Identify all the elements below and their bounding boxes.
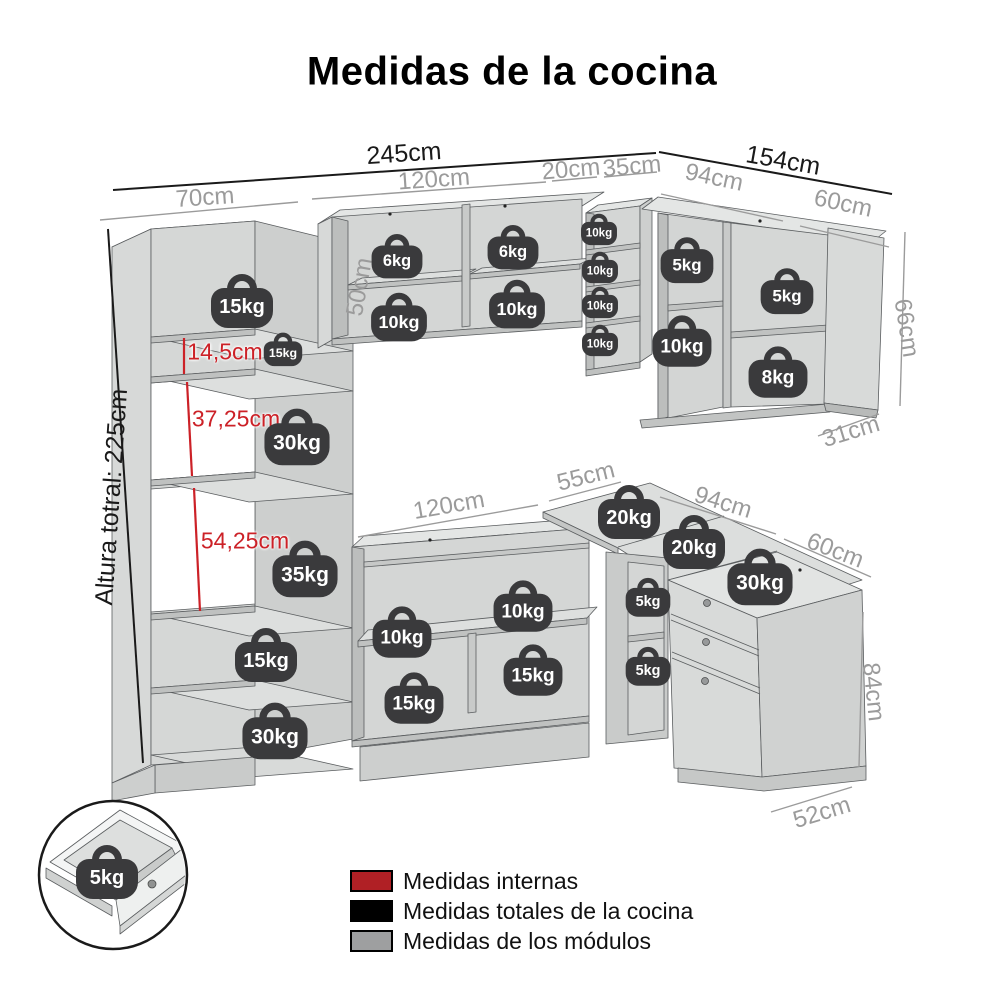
legend-label-internal: Medidas internas [403, 867, 579, 894]
legend: Medidas internas Medidas totales de la c… [350, 866, 693, 956]
weight-badge-icon: 15kg [263, 332, 303, 368]
weight-badge-label: 35kg [281, 563, 329, 587]
internal-dimension-lines [182, 338, 202, 612]
tall-cabinet [111, 220, 354, 802]
legend-swatch-total [350, 900, 393, 922]
dimension-label-total: 245cm [365, 136, 443, 171]
weight-badge-icon: 20kg [662, 515, 726, 571]
weight-badge-icon: 30kg [263, 408, 330, 468]
weight-badge-icon: 10kg [488, 279, 546, 330]
weight-badge-label: 20kg [671, 537, 717, 559]
weight-badge-icon: 10kg [372, 606, 433, 659]
weight-badge-icon: 5kg [75, 845, 139, 901]
dimension-label-internal: 54,25cm [200, 527, 290, 554]
weight-badge-label: 15kg [392, 693, 436, 715]
weight-badge-label: 10kg [378, 312, 420, 333]
weight-badge-icon: 10kg [580, 213, 617, 246]
weight-badge-icon: 35kg [271, 540, 338, 600]
weight-badge-label: 10kg [380, 627, 424, 649]
dimension-label-module: 70cm [174, 181, 236, 214]
dimension-label-internal: 14,5cm [187, 338, 263, 365]
weight-badge-label: 10kg [496, 299, 538, 320]
weight-badge-label: 5kg [772, 286, 802, 306]
weight-badge-icon: 15kg [234, 628, 298, 684]
module-dimension-lines [99, 171, 906, 813]
drawer-unit [667, 551, 867, 792]
weight-badge-label: 15kg [511, 665, 555, 687]
dimension-label-module: 35cm [601, 150, 663, 183]
weight-badge-label: 10kg [586, 299, 614, 313]
weight-badge-icon: 15kg [503, 644, 564, 697]
weight-badge-icon: 20kg [597, 485, 661, 541]
weight-badge-icon: 5kg [760, 268, 814, 316]
weight-badge-icon: 10kg [581, 286, 618, 319]
legend-item-total: Medidas totales de la cocina [350, 896, 693, 926]
legend-swatch-internal [350, 870, 393, 892]
legend-item-internal: Medidas internas [350, 866, 693, 896]
weight-badge-label: 5kg [672, 255, 702, 275]
dimension-label-internal: 37,25cm [191, 405, 281, 432]
weight-badge-icon: 10kg [370, 292, 428, 343]
weight-badge-label: 5kg [635, 593, 661, 610]
dimension-label-module: 84cm [857, 661, 890, 723]
weight-badge-icon: 30kg [241, 702, 308, 762]
weight-badge-label: 6kg [382, 252, 412, 271]
weight-badge-icon: 5kg [625, 577, 671, 618]
weight-badge-label: 6kg [498, 243, 528, 262]
legend-item-module: Medidas de los módulos [350, 926, 693, 956]
page-title: Medidas de la cocina [306, 49, 718, 94]
weight-badge-icon: 30kg [726, 548, 793, 608]
weight-badge-label: 20kg [606, 507, 652, 529]
weight-badge-label: 10kg [660, 336, 704, 358]
weight-badge-label: 30kg [736, 571, 784, 595]
weight-badge-icon: 5kg [625, 646, 671, 687]
weight-badge-label: 10kg [586, 337, 614, 351]
weight-badge-label: 15kg [243, 650, 289, 672]
weight-badge-label: 15kg [268, 346, 298, 360]
weight-badge-icon: 5kg [660, 237, 714, 285]
weight-badge-label: 30kg [273, 431, 321, 455]
weight-badge-icon: 10kg [652, 315, 713, 368]
weight-badge-label: 5kg [635, 662, 661, 679]
weight-badge-label: 5kg [89, 867, 125, 889]
legend-label-module: Medidas de los módulos [403, 927, 652, 954]
weight-badge-icon: 8kg [748, 346, 809, 399]
dimension-label-module: 20cm [540, 153, 602, 186]
dimension-label-module: 120cm [397, 163, 471, 196]
weight-badge-label: 8kg [761, 367, 795, 389]
dimension-lines [99, 151, 906, 813]
weight-badge-label: 10kg [501, 601, 545, 623]
weight-badge-icon: 6kg [371, 234, 423, 280]
weight-badge-icon: 6kg [487, 225, 539, 271]
weight-badge-label: 30kg [251, 725, 299, 749]
weight-badge-label: 10kg [585, 226, 613, 240]
weight-badge-icon: 10kg [493, 580, 554, 633]
legend-swatch-module [350, 930, 393, 952]
weight-badge-icon: 10kg [581, 324, 618, 357]
weight-badge-icon: 15kg [384, 672, 445, 725]
weight-badge-label: 10kg [586, 264, 614, 278]
weight-badge-icon: 10kg [581, 251, 618, 284]
weight-badge-label: 15kg [219, 296, 265, 318]
legend-label-total: Medidas totales de la cocina [403, 897, 694, 924]
weight-badge-icon: 15kg [210, 274, 274, 330]
total-dimension-lines [107, 151, 893, 764]
